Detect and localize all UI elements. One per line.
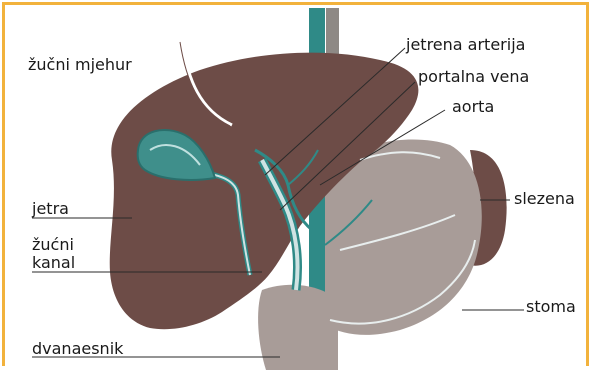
label-duodenum: dvanaesnik xyxy=(32,340,123,358)
label-gallbladder: žučni mjehur xyxy=(28,56,132,74)
label-portal-vein: portalna vena xyxy=(418,68,529,86)
label-spleen: slezena xyxy=(514,190,575,208)
label-bile-duct-2: kanal xyxy=(32,254,75,272)
label-aorta: aorta xyxy=(452,98,494,116)
label-hepatic-artery: jetrena arterija xyxy=(406,36,525,54)
label-stomach: stoma xyxy=(526,298,576,316)
label-liver: jetra xyxy=(32,200,69,218)
label-bile-duct-1: žućni xyxy=(32,236,74,254)
